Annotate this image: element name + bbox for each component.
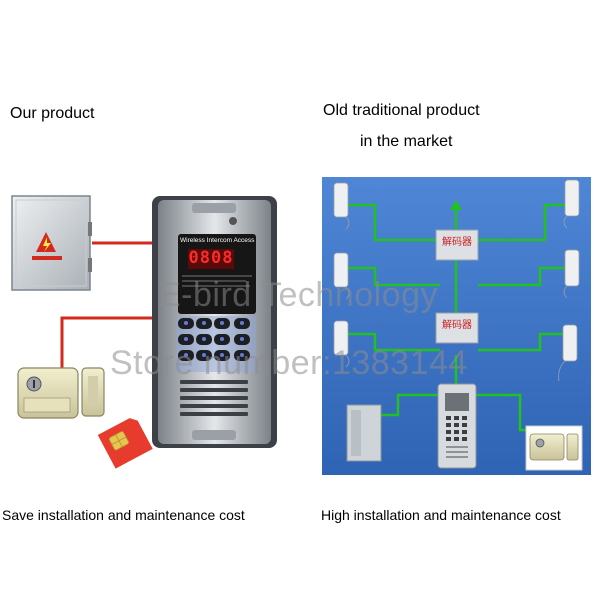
- sim-card-icon: [97, 418, 153, 469]
- electric-box-icon: [11, 195, 92, 291]
- decoder-box-upper: [435, 229, 479, 261]
- keypad: [176, 316, 256, 372]
- handset-icon-left-top: [333, 182, 350, 230]
- watermark-line2: Store number:1383144: [110, 344, 468, 382]
- device-title-label: Wireless Intercom Access: [180, 237, 255, 244]
- handset-icon-right-top: [563, 179, 580, 229]
- handset-icon-left-middle: [333, 252, 350, 300]
- right-caption: High installation and maintenance cost: [321, 507, 561, 523]
- decoder-label-lower: 解码器: [442, 320, 472, 331]
- electric-lock-icon-right: [525, 425, 583, 471]
- outdoor-panel-icon: [437, 383, 477, 469]
- power-supply-icon: [346, 404, 382, 462]
- right-heading-line2: in the market: [360, 133, 453, 150]
- handset-icon-left-bottom: [333, 320, 350, 368]
- handset-icon-right-middle: [563, 249, 580, 299]
- watermark-line1: E-bird Technology: [158, 276, 439, 314]
- device-display-digits: 0808: [188, 248, 234, 268]
- decoder-label-upper: 解码器: [442, 237, 472, 248]
- right-heading-line1: Old traditional product: [323, 102, 480, 119]
- intercom-device-icon: [152, 196, 277, 448]
- right-illustration: [322, 177, 591, 475]
- decoder-box-lower: [435, 312, 479, 344]
- handset-icon-right-bottom: [558, 324, 578, 382]
- left-caption: Save installation and maintenance cost: [2, 507, 245, 523]
- speaker-grille: [180, 380, 248, 416]
- left-illustration: [11, 195, 277, 469]
- electric-lock-icon: [17, 367, 105, 419]
- left-heading: Our product: [10, 105, 95, 122]
